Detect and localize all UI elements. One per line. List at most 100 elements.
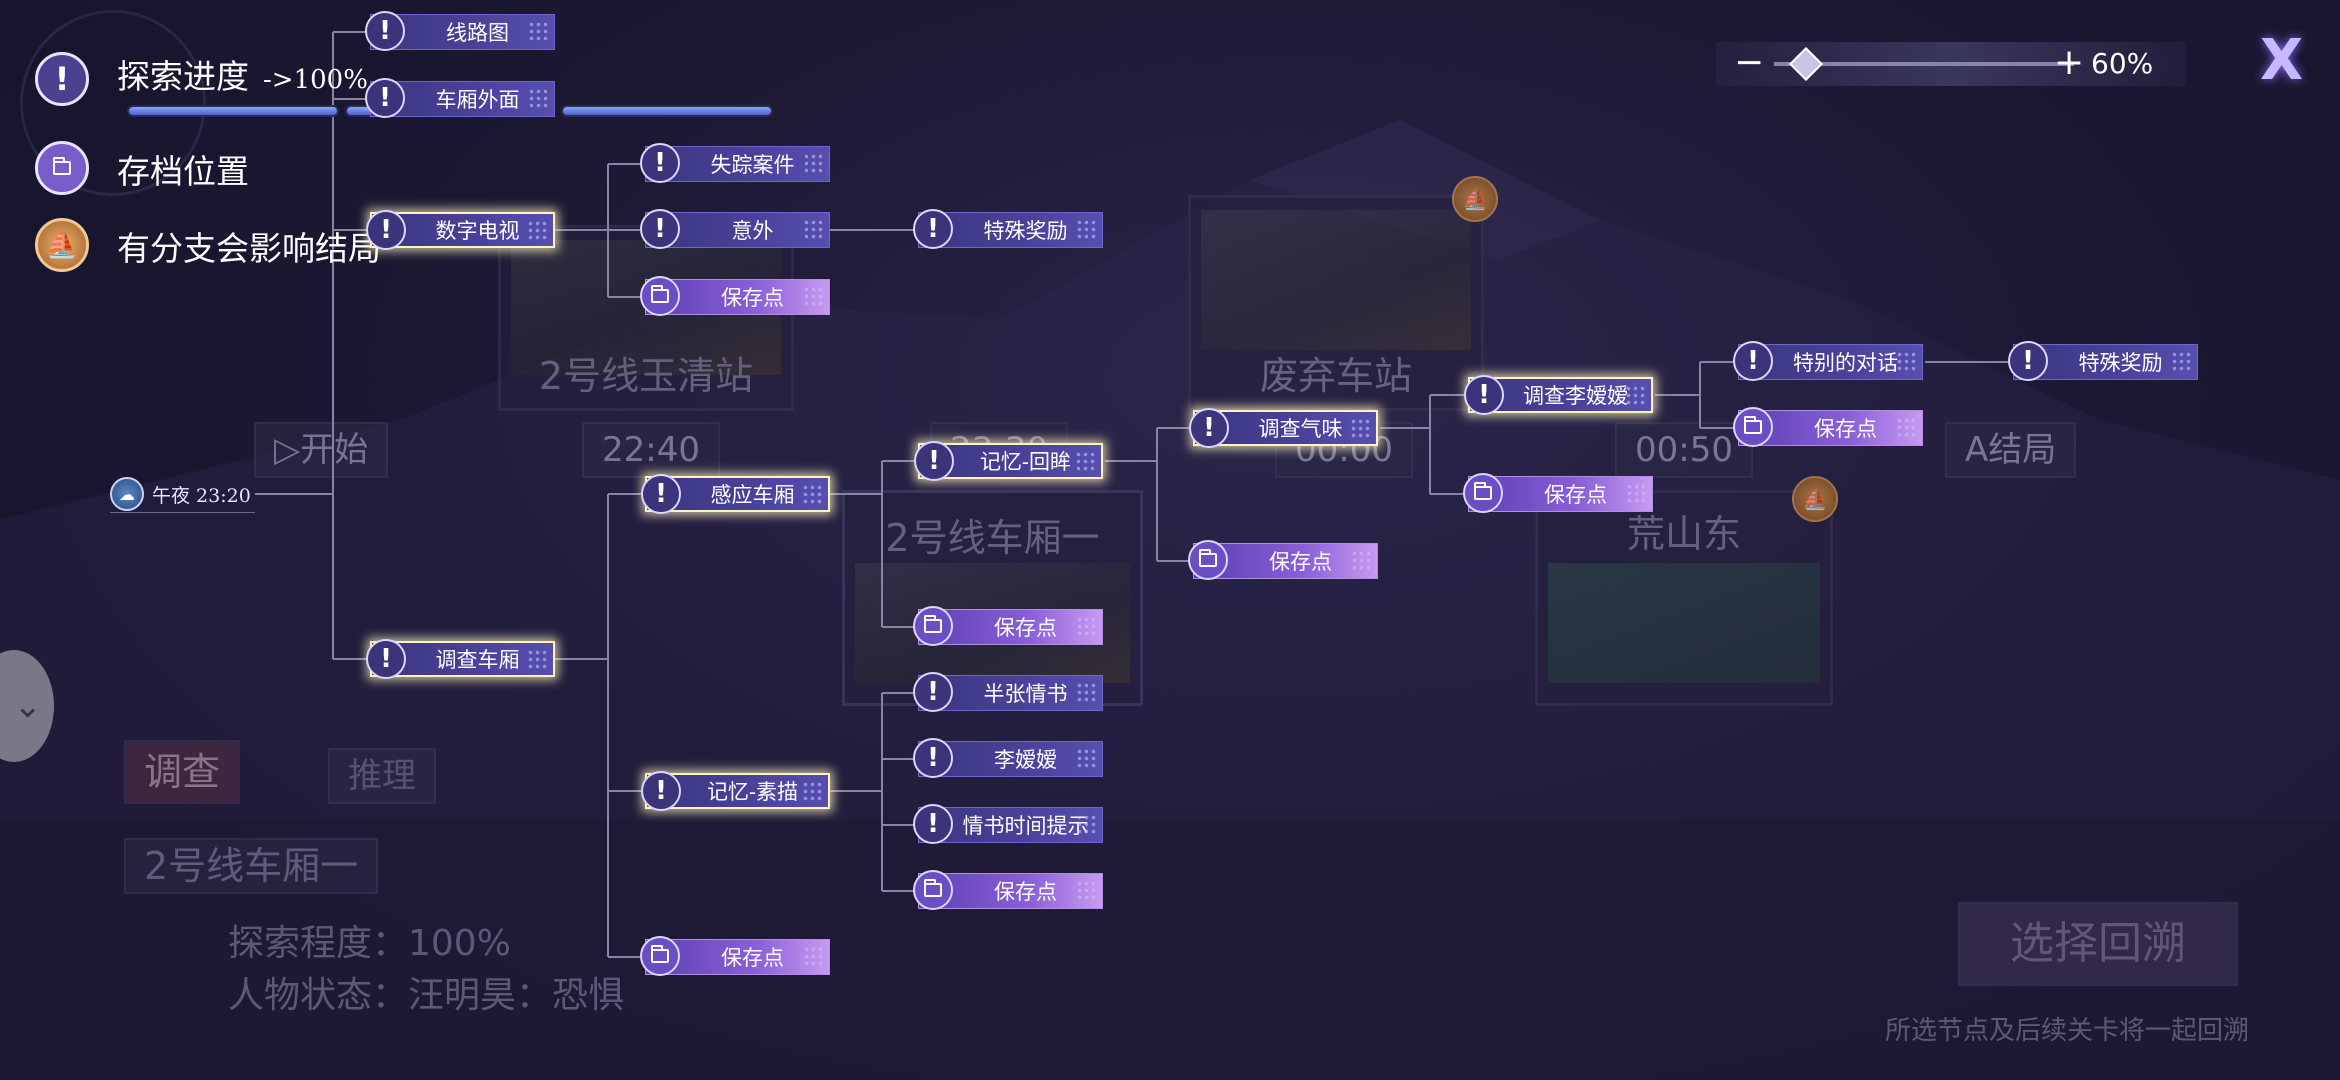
save-folder-icon: [640, 936, 680, 976]
bg-start-label: 开始: [300, 430, 369, 470]
save-point-node[interactable]: 保存点: [1188, 540, 1378, 580]
progress-value: ->100%: [263, 65, 368, 95]
zoom-out-button[interactable]: −: [1734, 42, 1765, 83]
chevron-down-icon: ⌄: [13, 686, 43, 726]
bg-station-card-2: 废弃车站: [1188, 195, 1484, 411]
dot-pattern: [528, 88, 550, 110]
start-time-label: 午夜 23:20: [152, 484, 251, 507]
node-label: 特别的对话: [1793, 351, 1898, 375]
save-folder-icon: [640, 276, 680, 316]
bg-start-button: ▷开始: [254, 422, 389, 478]
clue-icon: !: [2008, 341, 2048, 381]
clue-icon: !: [35, 52, 89, 106]
bg-station-card-1: 2号线玉清站: [498, 225, 794, 411]
zoom-control: − + 60%: [1716, 42, 2186, 86]
dot-pattern: [1626, 483, 1648, 505]
node-label: 车厢外面: [435, 88, 520, 112]
node-label: 感应车厢: [710, 483, 795, 507]
bg-ending: A结局: [1945, 422, 2077, 478]
clue-node[interactable]: !记忆-素描: [641, 771, 830, 811]
bg-select-rewind-button: 选择回溯: [1958, 902, 2238, 986]
dot-pattern: [1076, 219, 1098, 241]
zoom-in-button[interactable]: +: [2054, 42, 2085, 83]
clue-icon: !: [913, 804, 953, 844]
save-point-node[interactable]: 保存点: [640, 936, 830, 976]
clue-node[interactable]: ! 调查气味: [1189, 408, 1378, 448]
save-point-node[interactable]: 保存点: [1463, 473, 1653, 513]
node-label: 李嫒嫒: [994, 748, 1057, 772]
node-label: 半张情书: [983, 682, 1068, 706]
save-location-label: 存档位置: [117, 152, 249, 191]
dot-pattern: [527, 220, 549, 242]
dot-pattern: [1625, 385, 1647, 407]
node-label: 情书时间提示: [962, 814, 1089, 838]
bg-time-1: 22:40: [582, 422, 720, 478]
clue-node[interactable]: !特殊奖励: [913, 209, 1103, 249]
node-label: 记忆-素描: [706, 780, 799, 804]
save-folder-icon: [1463, 473, 1503, 513]
branch-ending-icon: ⛵: [35, 218, 89, 272]
node-label: 调查李嫒嫒: [1523, 384, 1628, 408]
dot-pattern: [1075, 451, 1097, 473]
close-button[interactable]: X: [2260, 28, 2304, 93]
bg-explore-degree: 探索程度：100%: [228, 923, 511, 964]
clue-icon: !: [640, 143, 680, 183]
clue-node[interactable]: ! 李嫒嫒: [913, 738, 1103, 778]
play-icon: ▷: [274, 430, 301, 470]
dot-pattern: [1896, 417, 1918, 439]
clue-node[interactable]: !调查车厢: [366, 639, 555, 679]
cloud-night-icon: ☁: [110, 477, 144, 511]
node-label: 线路图: [446, 21, 509, 45]
node-label: 保存点: [721, 286, 784, 310]
clue-node[interactable]: ! 情书时间提示: [913, 804, 1103, 844]
save-point-node[interactable]: 保存点: [640, 276, 830, 316]
dot-pattern: [1351, 550, 1373, 572]
dot-pattern: [1076, 748, 1098, 770]
dot-pattern: [1896, 351, 1918, 373]
clue-node[interactable]: !失踪案件: [640, 143, 830, 183]
zoom-slider-track[interactable]: [1774, 62, 2074, 66]
dot-pattern: [2171, 351, 2193, 373]
bg-station-card-3: 荒山东: [1535, 490, 1833, 706]
clue-node[interactable]: !感应车厢: [641, 474, 830, 514]
clue-node[interactable]: ! 记忆-回眸: [914, 441, 1103, 481]
clue-node[interactable]: ! 调查李嫒嫒: [1464, 375, 1653, 415]
save-point-node[interactable]: 保存点: [913, 870, 1103, 910]
node-label: 保存点: [721, 946, 784, 970]
branch-ending-icon: ⛵: [1452, 176, 1498, 222]
clue-node[interactable]: !线路图: [365, 11, 555, 51]
dot-pattern: [1076, 814, 1098, 836]
save-folder-icon: [1733, 407, 1773, 447]
branch-ending-icon: ⛵: [1792, 476, 1838, 522]
bg-tab-investigate: 调查: [124, 740, 241, 804]
dot-pattern: [1076, 682, 1098, 704]
clue-icon: !: [913, 738, 953, 778]
save-point-node[interactable]: 保存点: [913, 606, 1103, 646]
clue-icon: !: [914, 441, 954, 481]
node-label: 意外: [731, 219, 774, 243]
clue-node[interactable]: !半张情书: [913, 672, 1103, 712]
clue-icon: !: [1733, 341, 1773, 381]
dot-pattern: [803, 946, 825, 968]
clue-node[interactable]: ! 特别的对话: [1733, 341, 1923, 381]
clue-node[interactable]: !意外: [640, 209, 830, 249]
clue-node[interactable]: !数字电视: [366, 210, 555, 250]
zoom-slider-handle[interactable]: [1789, 47, 1823, 81]
clue-node[interactable]: !车厢外面: [365, 78, 555, 118]
start-time-node[interactable]: ☁ 午夜 23:20: [110, 476, 255, 513]
bg-location: 2号线车厢一: [124, 838, 379, 894]
clue-icon: !: [1189, 408, 1229, 448]
save-folder-icon: [35, 141, 89, 195]
clue-node[interactable]: !特殊奖励: [2008, 341, 2198, 381]
branch-label: 有分支会影响结局: [117, 229, 381, 268]
dot-pattern: [528, 21, 550, 43]
node-label: 调查气味: [1258, 417, 1343, 441]
zoom-value: 60%: [2091, 47, 2154, 80]
clue-icon: !: [1464, 375, 1504, 415]
node-label: 记忆-回眸: [979, 450, 1072, 474]
dot-pattern: [802, 781, 824, 803]
bg-station-label: 荒山东: [1626, 512, 1741, 556]
save-point-node[interactable]: 保存点: [1733, 407, 1923, 447]
save-folder-icon: [1188, 540, 1228, 580]
